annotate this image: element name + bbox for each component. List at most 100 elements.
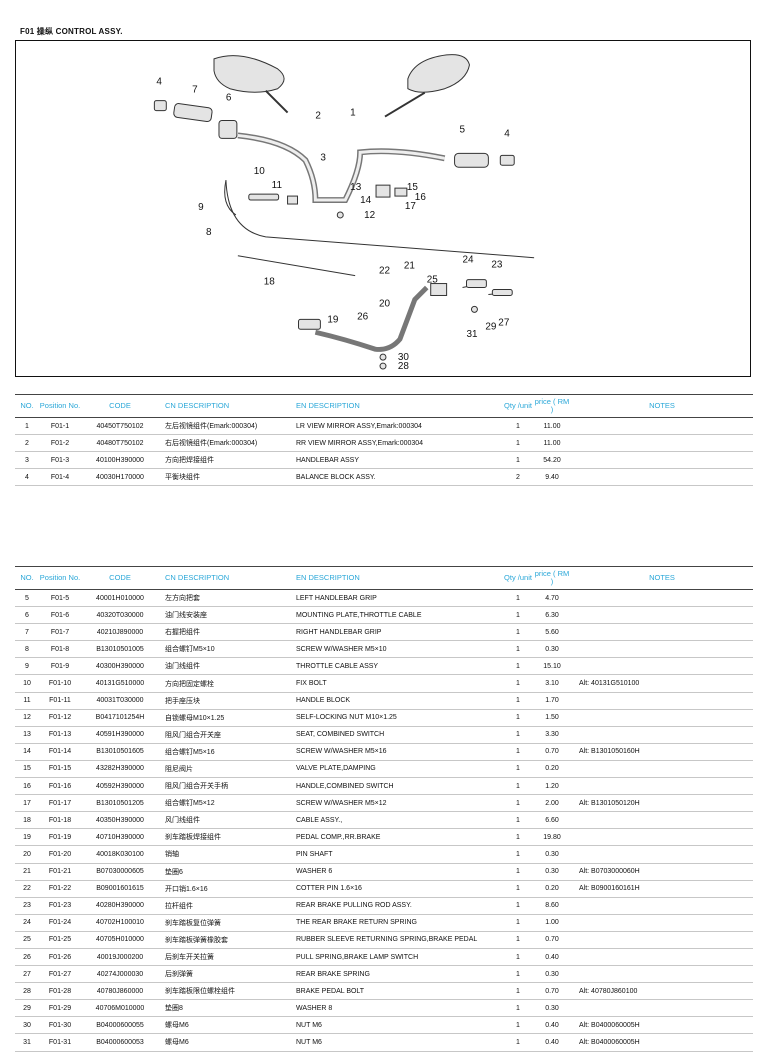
cell-code: 40280H390000 [81, 897, 159, 915]
cell-qty: 1 [503, 880, 533, 898]
callout-11: 11 [272, 180, 283, 191]
cell-no: 17 [15, 794, 39, 813]
cell-position: F01-18 [39, 811, 81, 830]
cell-cn-description: 方向把固定螺栓 [159, 674, 296, 693]
cell-en-description: HANDLE,COMBINED SWITCH [296, 777, 503, 796]
cell-notes [571, 828, 753, 847]
cell-notes: Alt: 40131G510100 [571, 674, 753, 693]
cell-code: 40706M010000 [81, 999, 159, 1018]
cell-cn-description: 阻风门组合开关座 [159, 726, 296, 744]
cell-qty: 1 [503, 726, 533, 744]
header-en-description: EN DESCRIPTION [296, 394, 503, 418]
cell-no: 6 [15, 606, 39, 625]
cell-no: 19 [15, 828, 39, 847]
cell-qty: 1 [503, 777, 533, 796]
callout-26: 26 [357, 311, 369, 322]
cell-price: 1.00 [533, 914, 571, 932]
left-grip-shape [173, 103, 213, 123]
cell-no: 8 [15, 640, 39, 659]
callout-9: 9 [198, 202, 204, 213]
cell-no: 13 [15, 726, 39, 744]
cell-en-description: RUBBER SLEEVE RETURNING SPRING,BRAKE PED… [296, 931, 503, 949]
header-cn-description: CN DESCRIPTION [159, 394, 296, 418]
cell-position: F01-26 [39, 948, 81, 967]
cell-notes [571, 589, 753, 608]
cell-code: B13010501605 [81, 743, 159, 761]
cell-position: F01-13 [39, 726, 81, 744]
cell-qty: 1 [503, 589, 533, 608]
cell-no: 12 [15, 709, 39, 727]
callout-10: 10 [254, 166, 266, 177]
callout-27: 27 [498, 317, 510, 328]
cell-position: F01-10 [39, 674, 81, 693]
cell-no: 7 [15, 623, 39, 642]
header-price: price ( RM ) [533, 566, 571, 590]
cell-notes [571, 914, 753, 932]
callout-19: 19 [327, 314, 339, 325]
cell-notes [571, 434, 753, 453]
cell-cn-description: 销轴 [159, 845, 296, 864]
cell-qty: 1 [503, 965, 533, 984]
cell-en-description: RR VIEW MIRROR ASSY,Emark:000304 [296, 434, 503, 453]
cell-en-description: PIN SHAFT [296, 845, 503, 864]
callout-2: 2 [315, 111, 321, 122]
cell-cn-description: 组合螺钉M5×16 [159, 743, 296, 761]
cell-code: B0417101254H [81, 709, 159, 727]
cell-qty: 1 [503, 623, 533, 642]
cell-notes [571, 417, 753, 436]
cell-position: F01-19 [39, 828, 81, 847]
callout-18: 18 [264, 277, 276, 288]
cell-position: F01-16 [39, 777, 81, 796]
diagram-svg: 1 2 3 4 4 5 6 7 8 9 10 11 12 13 14 15 16… [153, 54, 535, 372]
cell-no: 3 [15, 451, 39, 470]
header-price: price ( RM ) [533, 394, 571, 418]
cell-cn-description: 刹车踏板焊接组件 [159, 828, 296, 847]
callout-15: 15 [407, 182, 419, 193]
cell-code: 40274J000030 [81, 965, 159, 984]
cell-en-description: VALVE PLATE,DAMPING [296, 760, 503, 779]
cell-no: 31 [15, 1033, 39, 1052]
cell-en-description: BALANCE BLOCK ASSY. [296, 468, 503, 487]
cell-en-description: HANDLE BLOCK [296, 692, 503, 710]
page-title: F01 操纵 CONTROL ASSY. [20, 27, 123, 36]
header-notes: NOTES [571, 394, 753, 418]
callout-1: 1 [350, 108, 356, 119]
cell-notes [571, 640, 753, 659]
cell-notes [571, 468, 753, 487]
callout-28: 28 [398, 361, 410, 372]
cell-en-description: LEFT HANDLEBAR GRIP [296, 589, 503, 608]
cell-code: 40100H390000 [81, 451, 159, 470]
cell-en-description: FIX BOLT [296, 674, 503, 693]
cell-notes [571, 709, 753, 727]
cell-price: 0.40 [533, 1033, 571, 1052]
cell-no: 1 [15, 417, 39, 436]
cell-price: 54.20 [533, 451, 571, 470]
cell-qty: 1 [503, 417, 533, 436]
cell-en-description: PULL SPRING,BRAKE LAMP SWITCH [296, 948, 503, 967]
cell-qty: 1 [503, 999, 533, 1018]
cell-code: 40030H170000 [81, 468, 159, 487]
cell-code: 40001H010000 [81, 589, 159, 608]
cell-price: 0.20 [533, 760, 571, 779]
callout-17: 17 [405, 201, 417, 212]
cell-code: B13010501005 [81, 640, 159, 659]
callout-labels: 1 2 3 4 4 5 6 7 8 9 10 11 12 13 14 15 16… [156, 77, 510, 372]
cell-code: 40780J860000 [81, 982, 159, 1001]
cell-notes [571, 726, 753, 744]
cell-no: 4 [15, 468, 39, 487]
cell-code: B13010501205 [81, 794, 159, 813]
cell-no: 2 [15, 434, 39, 453]
cell-position: F01-6 [39, 606, 81, 625]
cell-position: F01-27 [39, 965, 81, 984]
cell-cn-description: 组合螺钉M5×10 [159, 640, 296, 659]
cell-qty: 1 [503, 640, 533, 659]
cell-qty: 1 [503, 863, 533, 881]
cell-code: 40031T030000 [81, 692, 159, 710]
cell-qty: 1 [503, 760, 533, 779]
